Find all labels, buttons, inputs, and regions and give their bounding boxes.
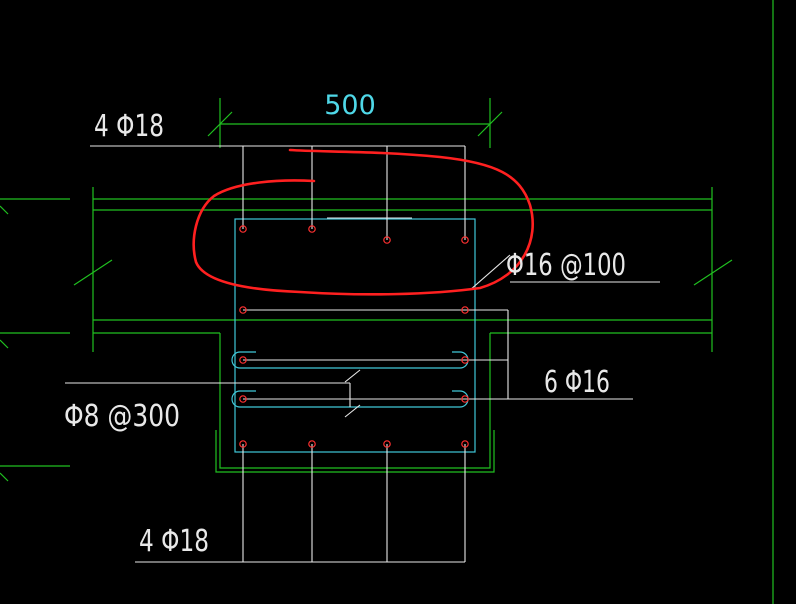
top-bars-label: 4 Φ18 <box>94 109 164 144</box>
side-bars-label: 6 Φ16 <box>544 365 610 400</box>
rebar-dot <box>461 306 469 314</box>
dimension-line <box>207 98 503 148</box>
rebar-dot <box>461 236 469 244</box>
rebar-dot <box>239 356 247 364</box>
rebar-dot <box>239 306 247 314</box>
tie-bars-label: Φ8 @300 <box>64 399 180 434</box>
leader-lines <box>65 145 660 563</box>
rebar-dot <box>308 440 316 448</box>
rebar-dot <box>461 440 469 448</box>
rebar-dot <box>239 395 247 403</box>
bottom-bars-label: 4 Φ18 <box>139 524 209 559</box>
rebar-dot <box>239 440 247 448</box>
stirrup-main-label: Φ16 @100 <box>506 248 626 283</box>
rebar-dots <box>239 225 469 448</box>
rebar-dot <box>383 236 391 244</box>
rebar-dot <box>461 356 469 364</box>
rebar-dot <box>383 440 391 448</box>
rebar-dot <box>461 395 469 403</box>
dimension-text: 500 <box>324 90 376 121</box>
rebar-dot <box>239 225 247 233</box>
slab-outline <box>0 187 733 482</box>
rebar-dot <box>308 225 316 233</box>
red-markup-circle <box>192 148 534 296</box>
rebar-cage <box>231 218 476 453</box>
